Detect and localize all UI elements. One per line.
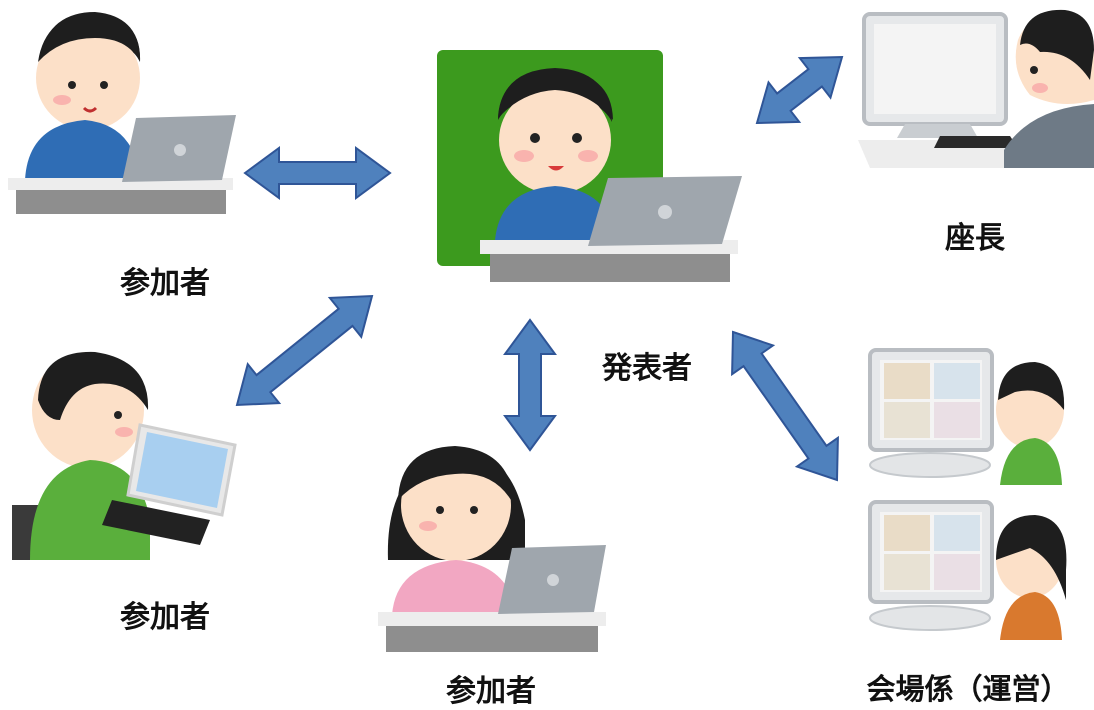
arrow-presenter-venue-staff [731,330,839,482]
participant-bottom-center-label: 参加者 [446,674,536,709]
woman-at-laptop-icon [378,446,606,652]
arrow-presenter-participant-top-left [243,146,392,200]
person-at-monitor-icon [858,9,1094,168]
arrow-presenter-participant-bottom-left [235,294,374,407]
arrow-presenter-participant-bottom-center [503,318,557,452]
person-at-laptop-icon [8,12,236,214]
participant-top-left-label: 参加者 [120,266,210,301]
person-at-tablet-icon [12,351,237,560]
presenter-label: 発表者 [602,351,692,386]
participant-bottom-left-label: 参加者 [120,600,210,635]
venue-staff-label: 会場係（運営） [866,672,1070,706]
staff-watching-video-grid-icon [868,348,1067,640]
presenter-on-green-screen-icon [437,50,742,282]
chair-label: 座長 [945,221,1005,256]
arrow-presenter-chair [755,55,844,125]
